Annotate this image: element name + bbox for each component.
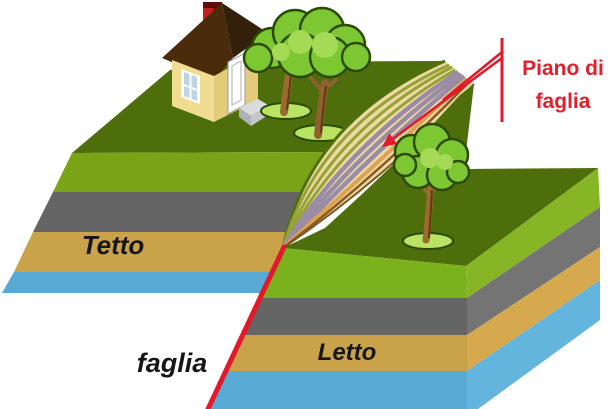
footwall-layer-green xyxy=(259,248,467,298)
fault-stripe-olive xyxy=(281,68,456,249)
footwall-side-green xyxy=(466,168,600,298)
footwall-layer-gray xyxy=(242,298,467,335)
door-panel xyxy=(231,59,242,107)
leader-to-plane-top xyxy=(442,51,503,101)
footwall-layer-blue xyxy=(207,371,467,409)
tree-right xyxy=(392,122,471,250)
fault-stripe-purple xyxy=(281,70,460,250)
step-top xyxy=(239,99,270,116)
leader-arrowhead xyxy=(382,133,398,147)
chimney-cap xyxy=(203,2,222,8)
fault-stripe-olive xyxy=(281,63,450,249)
leader-arrow-line xyxy=(389,56,503,143)
hanging-wall-layer-gray xyxy=(33,192,311,232)
step-front xyxy=(239,108,251,126)
door xyxy=(227,52,246,115)
footwall-layer-tan xyxy=(225,335,467,371)
footwall-side-blue xyxy=(467,280,600,409)
fault-stripe-purple xyxy=(281,72,463,250)
fault-stripe-purple xyxy=(281,74,466,250)
hanging-wall-layer-tan xyxy=(14,232,288,272)
fault-plane-edge-top xyxy=(281,59,446,249)
fault-plane xyxy=(281,59,475,250)
footwall-side-tan xyxy=(467,247,600,371)
tree-canopy-highlight xyxy=(272,30,338,61)
window-mullion-h xyxy=(183,84,198,91)
house xyxy=(162,2,270,126)
fault-stripe-olive xyxy=(281,65,453,249)
hanging-wall-block xyxy=(2,61,445,293)
hanging-wall-layer-green xyxy=(53,152,336,192)
hanging-wall-layer-blue xyxy=(2,272,272,293)
roof-front-slope xyxy=(162,3,233,80)
leader-lines xyxy=(382,38,504,147)
tree-trunk-shade xyxy=(428,189,433,239)
fault-line xyxy=(205,244,287,409)
footwall-side-gray xyxy=(467,207,600,335)
tree-canopy-highlight xyxy=(420,148,453,170)
roof-gable xyxy=(222,3,268,58)
fault-stripe-brown xyxy=(282,80,471,249)
trees-left xyxy=(242,6,372,142)
